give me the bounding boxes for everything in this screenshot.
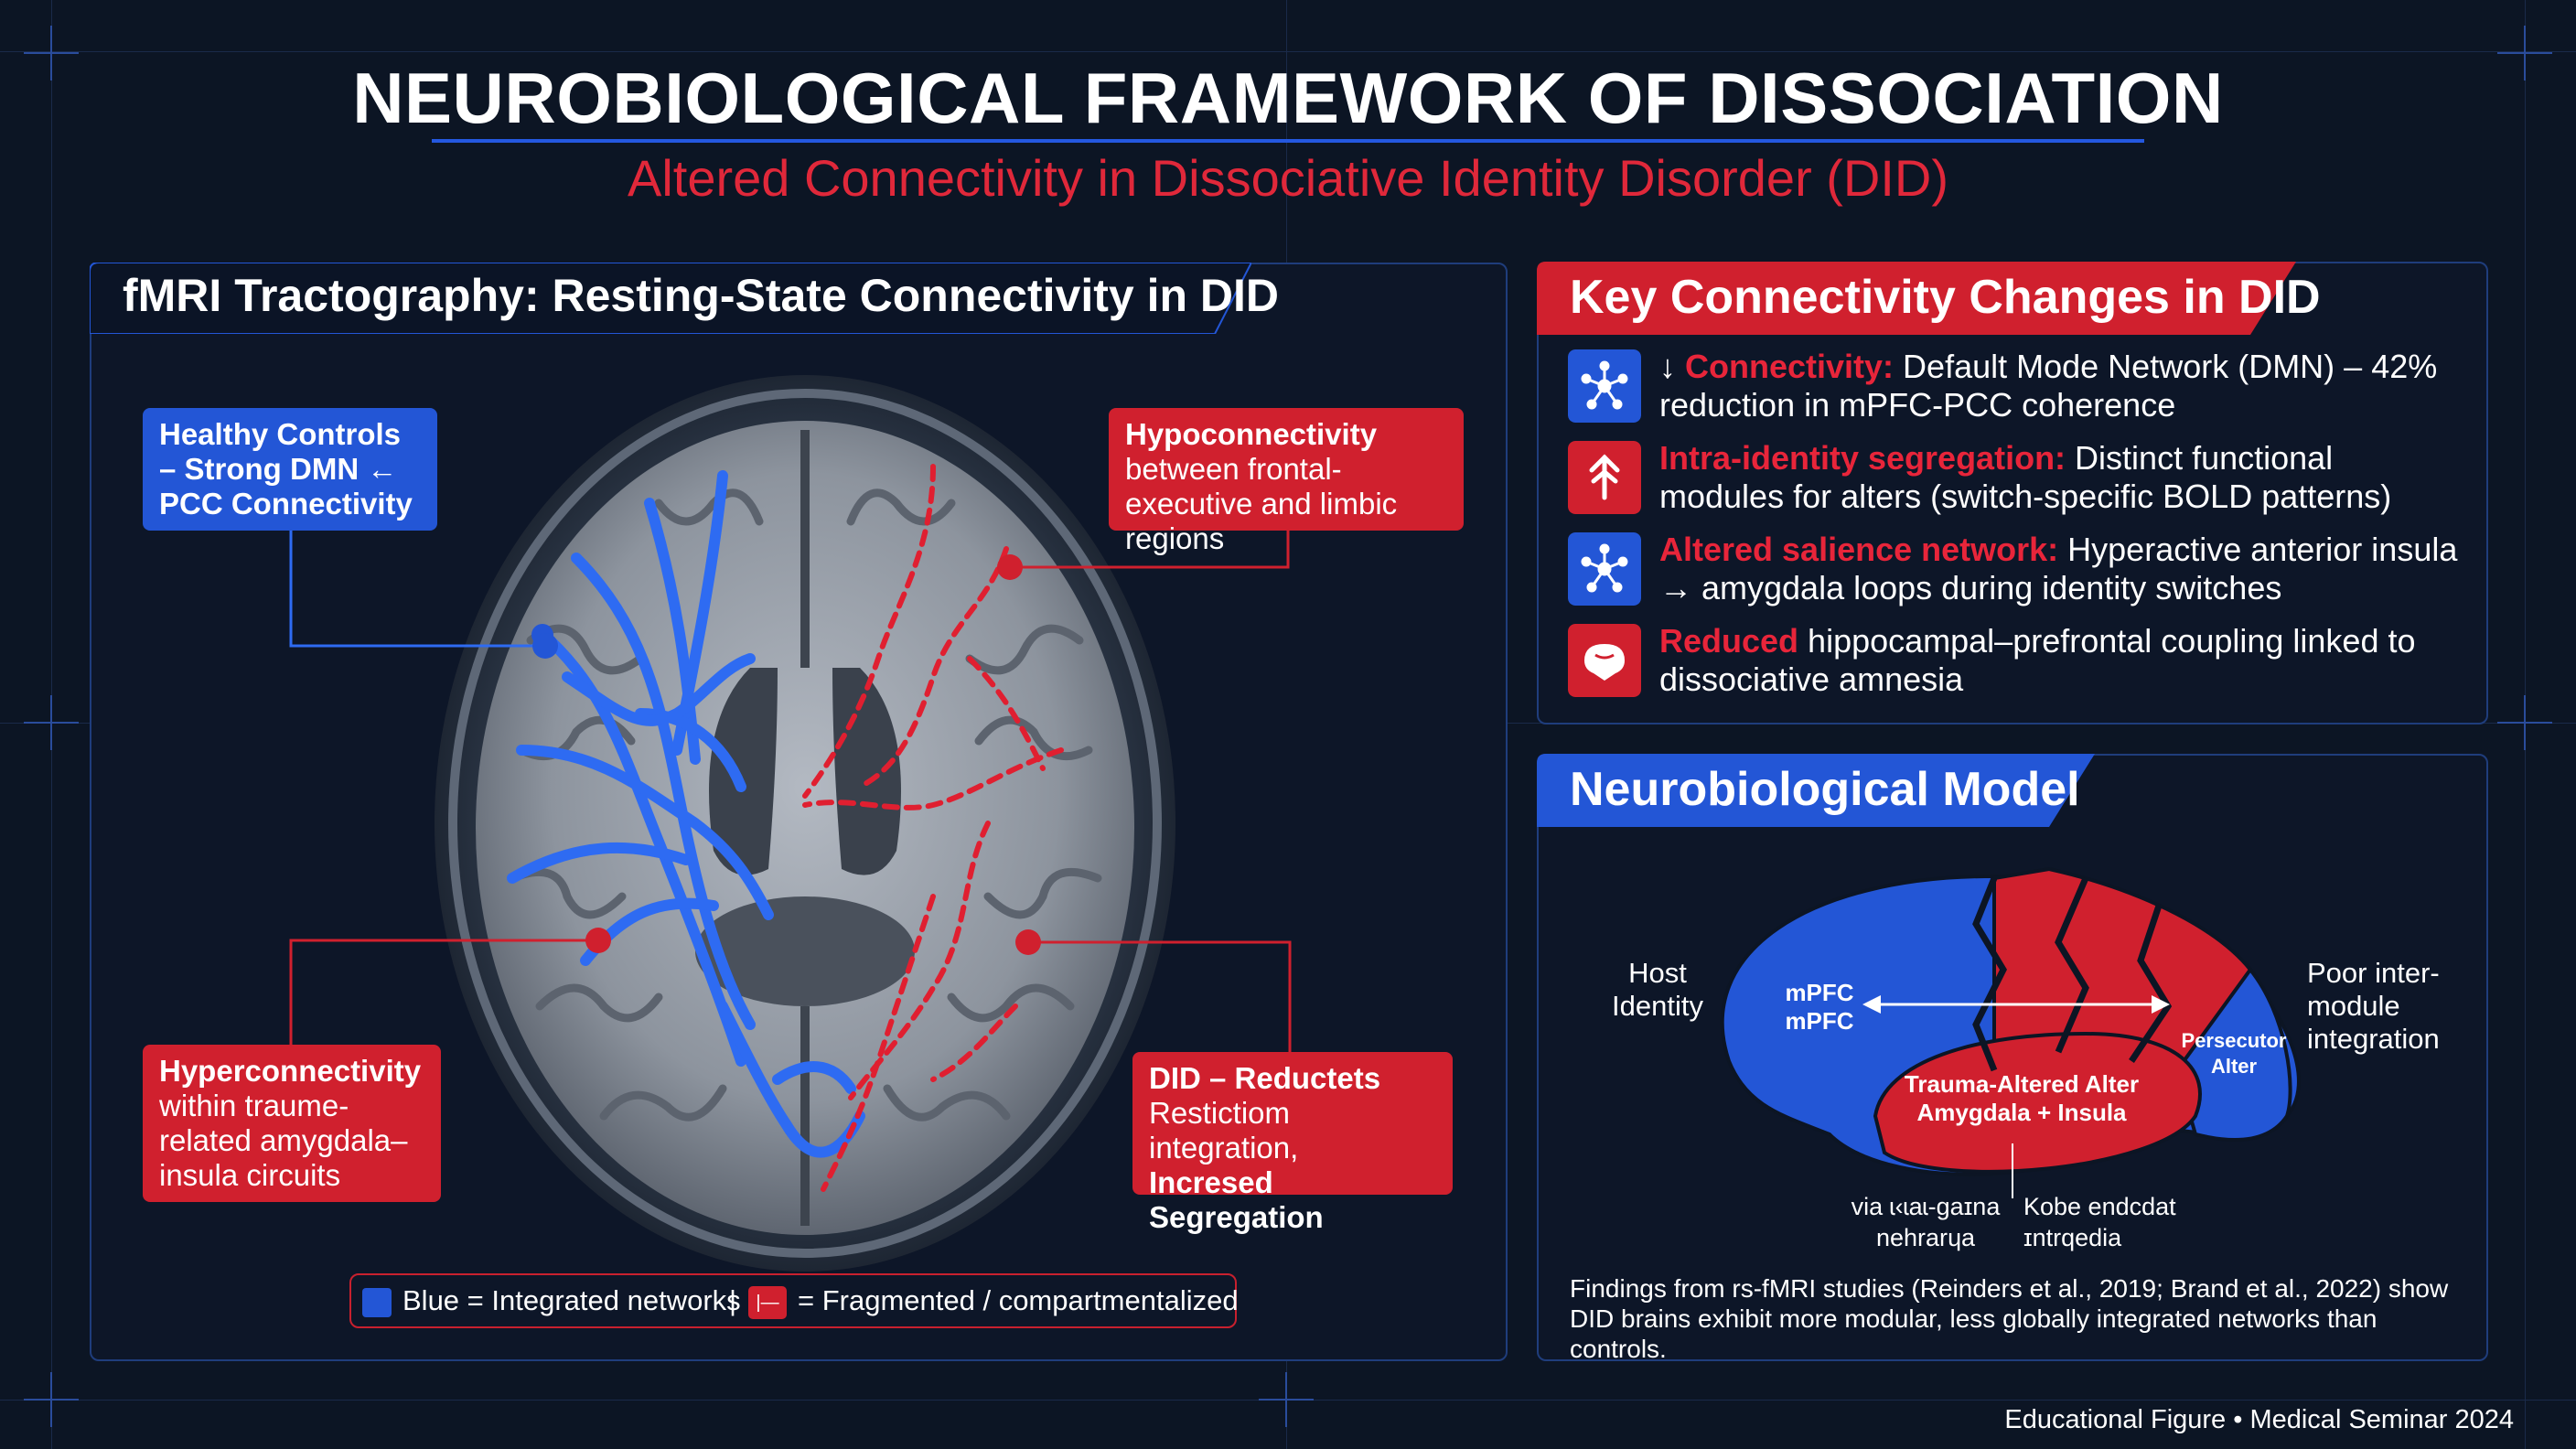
hypo-heading: Hypoconnectivity	[1125, 417, 1378, 451]
network-icon	[1568, 532, 1641, 606]
hyper-heading: Hyperconnectivity	[159, 1054, 422, 1088]
hyper-connector	[289, 939, 598, 1045]
crosshair-icon	[2497, 26, 2552, 80]
key-changes-title: Key Connectivity Changes in DID	[1570, 271, 2321, 324]
legend-red-label: = Fragmented / compartmentalized	[798, 1284, 1239, 1316]
key-change-item-3: Altered salience network: Hyperactive an…	[1659, 531, 2464, 607]
item-4-keyword: Reduced	[1659, 622, 1799, 660]
item-1-text: Default Mode Network (DMN) – 42% reducti…	[1659, 348, 2438, 424]
findings-text: Findings from rs-fMRI studies (Reinders …	[1570, 1274, 2449, 1363]
hypo-point	[997, 554, 1023, 580]
blue-tracts	[507, 470, 865, 1158]
legend-blue-label: Blue = Integrated networks	[402, 1284, 741, 1316]
item-2-text: Distinct functional modules for alters (…	[1659, 439, 2392, 515]
hyper-body: within traume-related amygdala–insula ci…	[159, 1089, 408, 1192]
legend-box	[349, 1273, 1237, 1328]
key-change-item-2: Intra-identity segregation: Distinct fun…	[1659, 439, 2464, 516]
item-3-text: Hyperactive anterior insula → amygdala l…	[1659, 531, 2458, 606]
hypo-connector	[1010, 531, 1290, 569]
hypoconnectivity-callout: Hypoconnectivity between frontal-executi…	[1109, 408, 1464, 555]
left-ventricle	[709, 668, 778, 875]
did-callout: DID – Reductets Restictiom integration, …	[1132, 1052, 1453, 1234]
item-2-keyword: Intra-identity segregation:	[1659, 439, 2066, 477]
persecutor-alter-label: Persecutor Alter	[2181, 1029, 2287, 1078]
did-body-line1: Restictiom integration,	[1149, 1096, 1299, 1165]
trauma-region	[1873, 1031, 2202, 1174]
fmri-panel-title: fMRI Tractography: Resting-State Connect…	[123, 270, 1280, 321]
item-4-text: hippocampal–prefrontal coupling linked t…	[1659, 622, 2416, 698]
legend-red-swatch: |—	[748, 1286, 787, 1319]
legend-blue-swatch	[362, 1288, 392, 1317]
red-tracts	[802, 464, 1064, 1192]
healthy-point	[532, 633, 558, 659]
thalamus	[695, 896, 915, 1006]
host-identity-label: Host Identity	[1612, 957, 1703, 1022]
trauma-alter-label: Trauma-Altered Alter Amygdala + Insula	[1904, 1070, 2140, 1126]
persecutor-region	[2174, 966, 2292, 1142]
arrow-right-icon	[2152, 995, 2170, 1014]
did-point	[1015, 929, 1041, 955]
crosshair-icon	[24, 695, 79, 750]
page-title: NEUROBIOLOGICAL FRAMEWORK OF DISSOCIATIO…	[352, 58, 2224, 138]
brain-mri-image	[435, 375, 1175, 1272]
legend-separator: |	[729, 1284, 737, 1316]
model-panel-tab	[1537, 754, 2095, 827]
item-3-keyword: Altered salience network:	[1659, 531, 2059, 568]
footer-credit: Educational Figure • Medical Seminar 202…	[2004, 1405, 2514, 1434]
did-connector	[1028, 940, 1292, 1052]
bottom-right-label: Kobe endcdat ɪntrqedia	[2023, 1193, 2176, 1251]
crosshair-icon	[24, 1372, 79, 1427]
mpfc-label: mPFC mPFC	[1785, 979, 1854, 1035]
fmri-panel-tab	[90, 263, 1251, 334]
brain-model-diagram	[1720, 866, 2301, 1198]
healthy-connector	[289, 531, 545, 648]
network-icon	[1568, 349, 1641, 423]
bottom-left-label: via ɩ‹ɩaɩ-gaɪna nehrarɥa	[1851, 1193, 2001, 1251]
key-changes-tab	[1537, 262, 2296, 335]
hyper-point	[585, 928, 611, 953]
model-panel-title: Neurobiological Model	[1570, 763, 2080, 816]
did-heading: DID – Reductets	[1149, 1061, 1381, 1095]
hyperconnectivity-callout: Hyperconnectivity within traume-related …	[143, 1045, 441, 1202]
key-changes-panel	[1537, 262, 2488, 724]
key-change-item-4: Reduced hippocampal–prefrontal coupling …	[1659, 622, 2464, 699]
crosshair-icon	[1259, 1372, 1314, 1427]
fracture-lines	[1972, 876, 2173, 1072]
hypo-body: between frontal-executive and limbic reg…	[1125, 452, 1398, 555]
item-1-prefix: ↓	[1659, 348, 1686, 385]
item-1-keyword: Connectivity:	[1685, 348, 1894, 385]
crosshair-icon	[24, 26, 79, 80]
title-underline	[432, 139, 2144, 143]
arrows-up-icon	[1568, 441, 1641, 514]
did-body-line2: Incresed Segregation	[1149, 1165, 1324, 1234]
poor-integration-label: Poor inter-module integration	[2307, 957, 2440, 1055]
healthy-controls-callout: Healthy Controls – Strong DMN ← PCC Conn…	[143, 408, 437, 531]
grid-line	[0, 51, 2576, 52]
arrow-left-icon	[1862, 995, 1881, 1014]
brain-icon	[1568, 624, 1641, 697]
key-change-item-1: ↓ Connectivity: Default Mode Network (DM…	[1659, 348, 2464, 424]
page-subtitle: Altered Connectivity in Dissociative Ide…	[627, 149, 1949, 207]
crosshair-icon	[2497, 695, 2552, 750]
brain-tissue	[476, 421, 1134, 1235]
skull-rim	[448, 389, 1162, 1258]
